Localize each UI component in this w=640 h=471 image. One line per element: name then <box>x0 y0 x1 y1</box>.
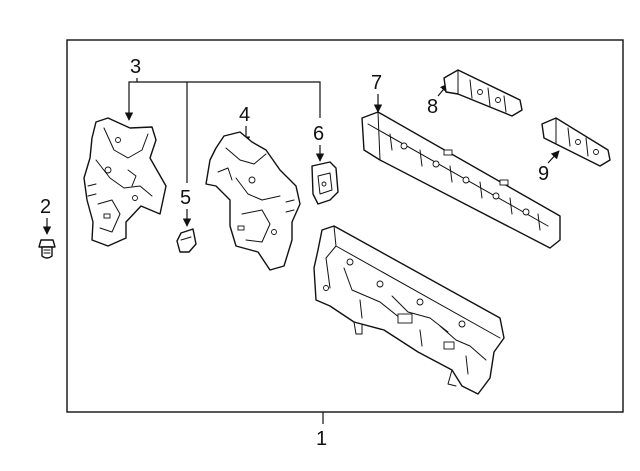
callout-4: 4 <box>239 104 250 126</box>
part-4-inner-panel <box>205 131 301 271</box>
part-7-crossmember <box>361 111 561 249</box>
callout-2: 2 <box>40 196 51 218</box>
leader-3 <box>124 78 321 183</box>
callout-6: 6 <box>313 123 324 145</box>
callout-5: 5 <box>180 187 191 209</box>
callout-3: 3 <box>130 56 141 78</box>
leader-9 <box>547 150 560 164</box>
part-2-clip <box>38 239 56 259</box>
part-5-bracket <box>176 228 197 253</box>
callout-8: 8 <box>427 96 438 118</box>
part-6-panel <box>311 161 339 205</box>
part-8-reinforcement <box>443 69 523 117</box>
part-3-inner-panel <box>83 117 167 247</box>
callout-7: 7 <box>371 72 382 94</box>
callout-1: 1 <box>316 428 327 450</box>
diagram-frame <box>66 39 624 413</box>
callout-9: 9 <box>538 163 549 185</box>
part-1-rear-body-panel <box>313 225 505 395</box>
part-9-reinforcement <box>541 117 611 167</box>
